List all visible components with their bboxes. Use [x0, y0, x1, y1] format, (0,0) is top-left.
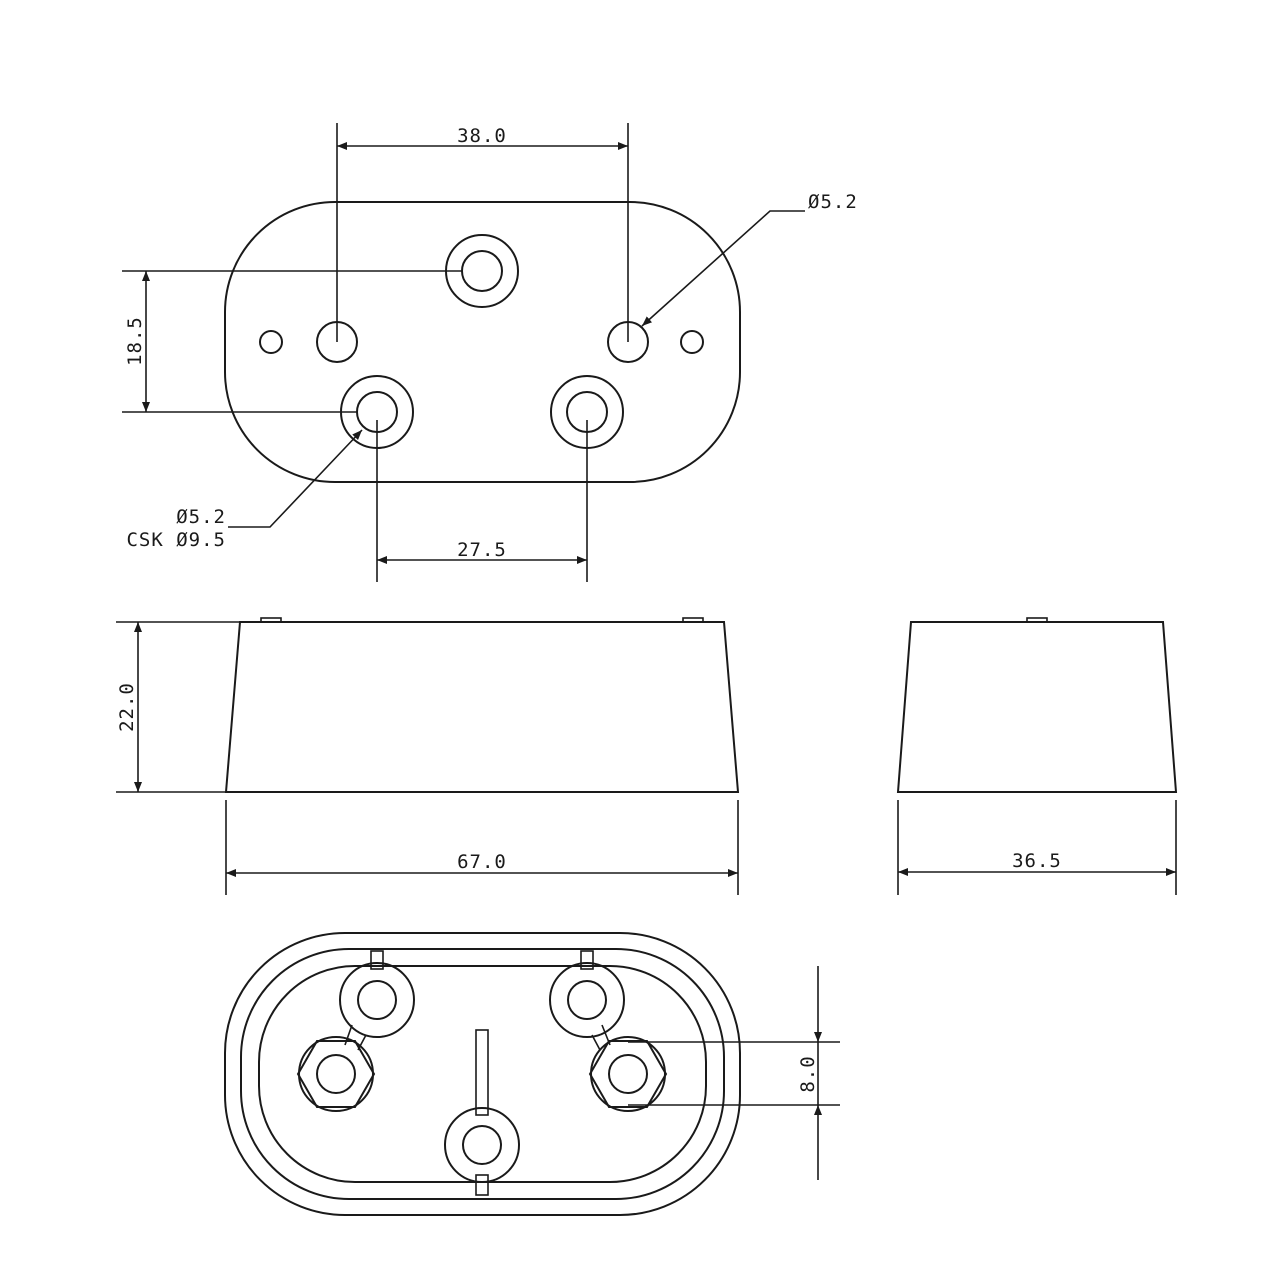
bottom-boss-center-inner: [462, 1125, 502, 1165]
top-center-boss-inner: [461, 250, 503, 292]
dia-label-right: Ø5.2: [808, 191, 858, 213]
top-view: 38.0 Ø5.2 18.5 Ø5.2 CSK Ø9.5 27.5: [122, 123, 858, 582]
hex-nut-right: [588, 1036, 668, 1112]
bottom-outline-outer: [224, 932, 741, 1216]
leader-left: [228, 429, 363, 528]
side-view-outline: [896, 621, 1178, 793]
top-view-outline: [224, 201, 741, 483]
front-pin-left: [260, 617, 282, 623]
leader-right: [641, 210, 805, 327]
bottom-outline-mid: [240, 948, 725, 1200]
front-view-outline: [224, 621, 740, 793]
dim-label-27-5: 27.5: [457, 539, 507, 561]
top-small-hole-left: [259, 330, 283, 354]
side-pin: [1026, 617, 1048, 623]
bottom-outline-inner: [258, 965, 707, 1183]
dim-label-8: 8.0: [797, 1055, 819, 1092]
bottom-boss-center-outer: [444, 1107, 520, 1183]
dim-label-36-5: 36.5: [1012, 850, 1062, 872]
csk-label: CSK Ø9.5: [126, 529, 226, 551]
csk-label-dia: Ø5.2: [176, 506, 226, 528]
side-view: 36.5: [896, 617, 1178, 895]
bottom-boss-right-outer: [549, 962, 625, 1038]
dim-label-38: 38.0: [457, 125, 507, 147]
dim-label-22: 22.0: [116, 682, 138, 732]
front-pin-right: [682, 617, 704, 623]
dim-label-67: 67.0: [457, 851, 507, 873]
dim-label-18-5: 18.5: [124, 316, 146, 366]
bottom-view: 8.0: [224, 932, 840, 1216]
bottom-boss-left-outer: [339, 962, 415, 1038]
bottom-boss-left-inner: [357, 980, 397, 1020]
hex-nut-left: [296, 1036, 376, 1112]
front-view: 22.0 67.0: [116, 617, 740, 895]
bottom-boss-right-inner: [567, 980, 607, 1020]
top-small-hole-right: [680, 330, 704, 354]
